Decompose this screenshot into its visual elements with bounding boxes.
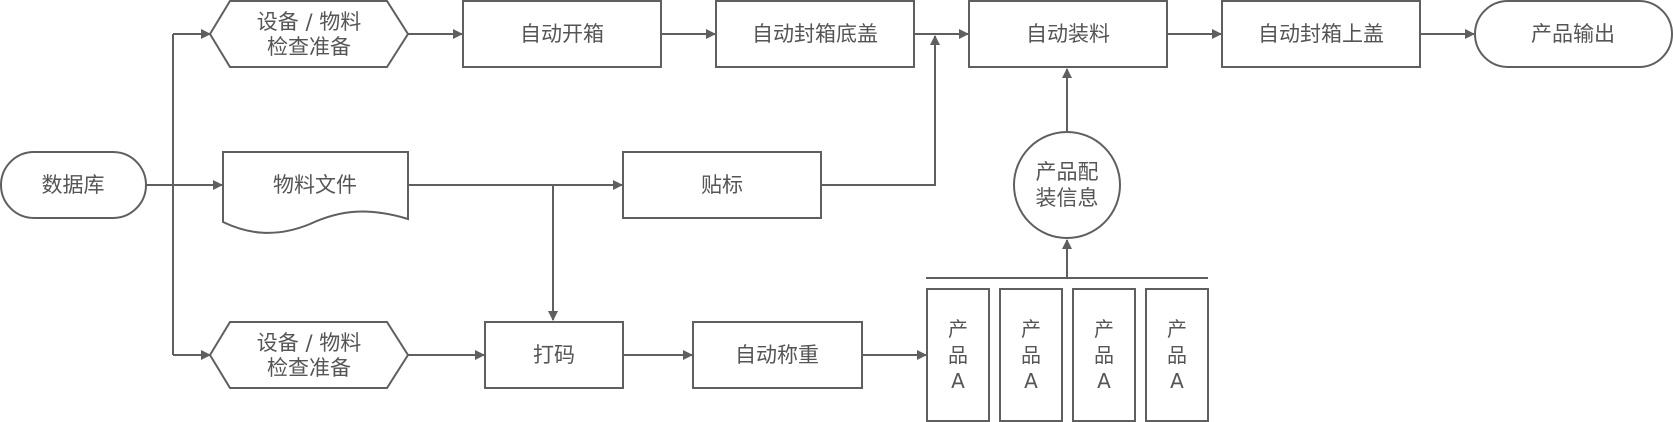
node-database: 数据库	[0, 151, 147, 219]
product-label-line3: A	[1170, 369, 1184, 393]
prep-top-label-line1: 设备 / 物料	[257, 10, 361, 34]
product-label-line2: 品	[1021, 343, 1041, 367]
auto-weighing-label: 自动称重	[735, 343, 819, 367]
product-label-line3: A	[1024, 369, 1038, 393]
node-auto-seal-bottom: 自动封箱底盖	[715, 0, 915, 68]
product-label-line1: 产	[1021, 317, 1041, 341]
connectors	[146, 29, 1475, 360]
node-packing-info: 产品配 装信息	[1013, 131, 1121, 239]
product-label-line2: 品	[1167, 343, 1187, 367]
node-labeling: 贴标	[622, 151, 822, 219]
product-label-line1: 产	[948, 317, 968, 341]
node-prep-bottom: 设备 / 物料 检查准备	[208, 321, 410, 389]
auto-open-box-label: 自动开箱	[520, 22, 604, 46]
node-material-file: 物料文件	[222, 151, 409, 234]
node-auto-seal-top: 自动封箱上盖	[1221, 0, 1421, 68]
auto-seal-top-label: 自动封箱上盖	[1258, 22, 1384, 46]
packing-info-label-line2: 装信息	[1036, 186, 1099, 210]
node-prep-top: 设备 / 物料 检查准备	[208, 0, 410, 68]
product-label-line1: 产	[1167, 317, 1187, 341]
prep-top-label-line2: 检查准备	[267, 35, 351, 59]
product-box: 产 品 A	[1145, 288, 1209, 422]
labeling-label: 贴标	[701, 173, 743, 197]
node-coding: 打码	[484, 321, 624, 389]
node-auto-open-box: 自动开箱	[462, 0, 662, 68]
database-label: 数据库	[42, 173, 105, 197]
coding-label: 打码	[533, 343, 575, 367]
product-box: 产 品 A	[926, 288, 990, 422]
products-group: 产 品 A 产 品 A 产 品 A 产 品 A	[926, 288, 1209, 422]
node-auto-weighing: 自动称重	[692, 321, 863, 389]
node-product-output: 产品输出	[1474, 0, 1673, 68]
auto-seal-bottom-label: 自动封箱底盖	[752, 22, 878, 46]
auto-loading-label: 自动装料	[1026, 22, 1110, 46]
material-file-label: 物料文件	[273, 173, 357, 197]
node-auto-loading: 自动装料	[968, 0, 1168, 68]
product-label-line2: 品	[948, 343, 968, 367]
product-box: 产 品 A	[1072, 288, 1136, 422]
prep-bottom-label-line2: 检查准备	[267, 356, 351, 380]
prep-bottom-label-line1: 设备 / 物料	[257, 331, 361, 355]
product-label-line2: 品	[1094, 343, 1114, 367]
product-box: 产 品 A	[999, 288, 1063, 422]
product-output-label: 产品输出	[1531, 22, 1615, 46]
product-label-line1: 产	[1094, 317, 1114, 341]
packing-info-label-line1: 产品配	[1036, 160, 1099, 184]
product-label-line3: A	[951, 369, 965, 393]
product-label-line3: A	[1097, 369, 1111, 393]
edge-labeling-to-seal-bottom-junction	[821, 35, 940, 186]
